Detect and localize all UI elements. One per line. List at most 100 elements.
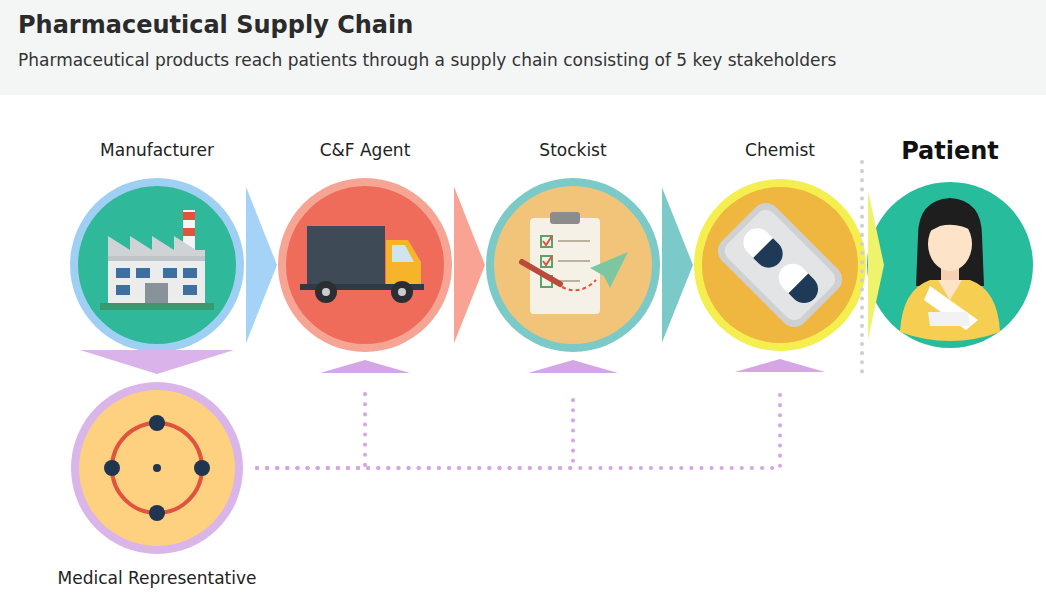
target-icon-part	[112, 423, 202, 513]
clipboard-icon-part	[543, 236, 552, 245]
clipboard-icon-part	[530, 218, 600, 314]
pills-icon-part	[712, 197, 848, 333]
chevron-arrow	[868, 190, 884, 339]
factory-icon-part	[183, 210, 195, 252]
clipboard-icon-part	[598, 252, 628, 282]
patient-icon-part	[924, 286, 978, 330]
stakeholder-circle: Patient	[867, 182, 1033, 348]
factory-icon-part	[116, 268, 130, 278]
clipboard-icon-part	[522, 262, 560, 284]
circle-outline	[694, 179, 866, 351]
factory-icon-part	[183, 285, 197, 295]
circle-outline	[867, 182, 1033, 348]
truck-icon-part	[386, 240, 421, 288]
factory-icon-part	[108, 256, 205, 261]
arrow-head	[320, 360, 410, 373]
stakeholder-label: C&F Agent	[188, 137, 542, 164]
pills-icon	[712, 197, 848, 333]
pills-icon-part	[738, 223, 789, 274]
pills-icon-part	[773, 258, 824, 309]
circle-outline	[70, 178, 244, 352]
clipboard-icon-part	[541, 236, 552, 247]
stakeholder-circle: Manufacturer	[70, 178, 244, 352]
clipboard-icon	[522, 212, 628, 314]
truck-icon-part	[307, 226, 385, 286]
truck-icon-part	[392, 245, 414, 262]
separator-line	[862, 162, 863, 374]
factory-icon-part	[100, 303, 214, 310]
clipboard-icon-part	[558, 240, 590, 242]
truck-icon-part	[315, 281, 337, 303]
stakeholder-circle: Stockist	[486, 178, 660, 352]
dotted-line	[257, 394, 573, 468]
clipboard-icon-part	[558, 280, 580, 282]
factory-icon-part	[136, 268, 150, 278]
stakeholder-label: Manufacturer	[0, 137, 334, 164]
factory-icon-part	[183, 228, 195, 236]
flow-connector	[454, 187, 485, 344]
target-icon-part	[153, 464, 161, 472]
patient-icon	[900, 198, 1000, 341]
pills-icon-part	[721, 206, 840, 325]
circle-fill	[286, 186, 444, 344]
clipboard-icon-part	[541, 256, 552, 267]
patient-icon-part	[928, 212, 974, 232]
clipboard-icon-part	[543, 256, 552, 265]
dotted-line	[257, 394, 365, 468]
factory-icon-part	[116, 285, 130, 295]
circle-outline	[486, 178, 660, 352]
flow-connector	[662, 188, 693, 343]
flow-connector	[257, 360, 410, 468]
circle-outline	[71, 382, 243, 554]
truck-icon-part	[391, 281, 413, 303]
truck-icon	[300, 226, 424, 303]
clipboard-icon-part	[590, 252, 628, 288]
target-icon	[104, 415, 210, 521]
clipboard-icon-part	[562, 280, 596, 290]
stakeholder-label: Stockist	[396, 137, 750, 164]
factory-icon-part	[108, 236, 205, 258]
truck-icon-part	[322, 288, 330, 296]
arrow-head	[528, 360, 618, 373]
caption: Pharmaceutical products reach patients t…	[18, 48, 836, 72]
circle-ring	[486, 178, 660, 352]
down-arrow	[80, 350, 234, 374]
separator-line-part	[860, 162, 864, 374]
clipboard-icon-part	[558, 260, 590, 262]
flow-connector	[257, 360, 618, 468]
arrow-head	[735, 359, 825, 372]
patient-icon-part	[928, 217, 972, 271]
patient-icon-part	[928, 312, 970, 326]
factory-icon	[100, 210, 214, 310]
target-icon-part	[104, 460, 120, 476]
stakeholder-circle: Medical Representative	[71, 382, 243, 554]
circle-fill	[867, 182, 1033, 348]
chevron-arrow	[246, 187, 277, 344]
patient-icon-part	[900, 280, 1000, 341]
chevron-arrow	[662, 188, 693, 343]
circle-fill	[78, 186, 236, 344]
factory-icon-part	[163, 268, 177, 278]
flow-connector	[80, 350, 234, 374]
truck-icon-part	[300, 284, 424, 290]
circle-ring	[71, 382, 243, 554]
patient-icon-part	[938, 280, 962, 300]
truck-icon-part	[398, 288, 406, 296]
patient-icon-part	[941, 262, 959, 282]
flow-connector	[257, 359, 825, 468]
pills-icon-part	[753, 238, 788, 273]
chevron-arrow	[454, 187, 485, 344]
pills-icon-part	[788, 273, 823, 308]
flow-connector	[868, 190, 884, 339]
patient-icon-part	[916, 198, 984, 286]
stakeholder-circle: Chemist	[694, 179, 866, 351]
stakeholder-circle: C&F Agent	[278, 178, 452, 352]
clipboard-icon-part	[550, 212, 580, 224]
target-icon-part	[149, 415, 165, 431]
stakeholder-label: Patient	[777, 134, 1046, 168]
clipboard-icon-part	[541, 276, 552, 287]
circle-ring	[278, 178, 452, 352]
target-icon-part	[194, 460, 210, 476]
